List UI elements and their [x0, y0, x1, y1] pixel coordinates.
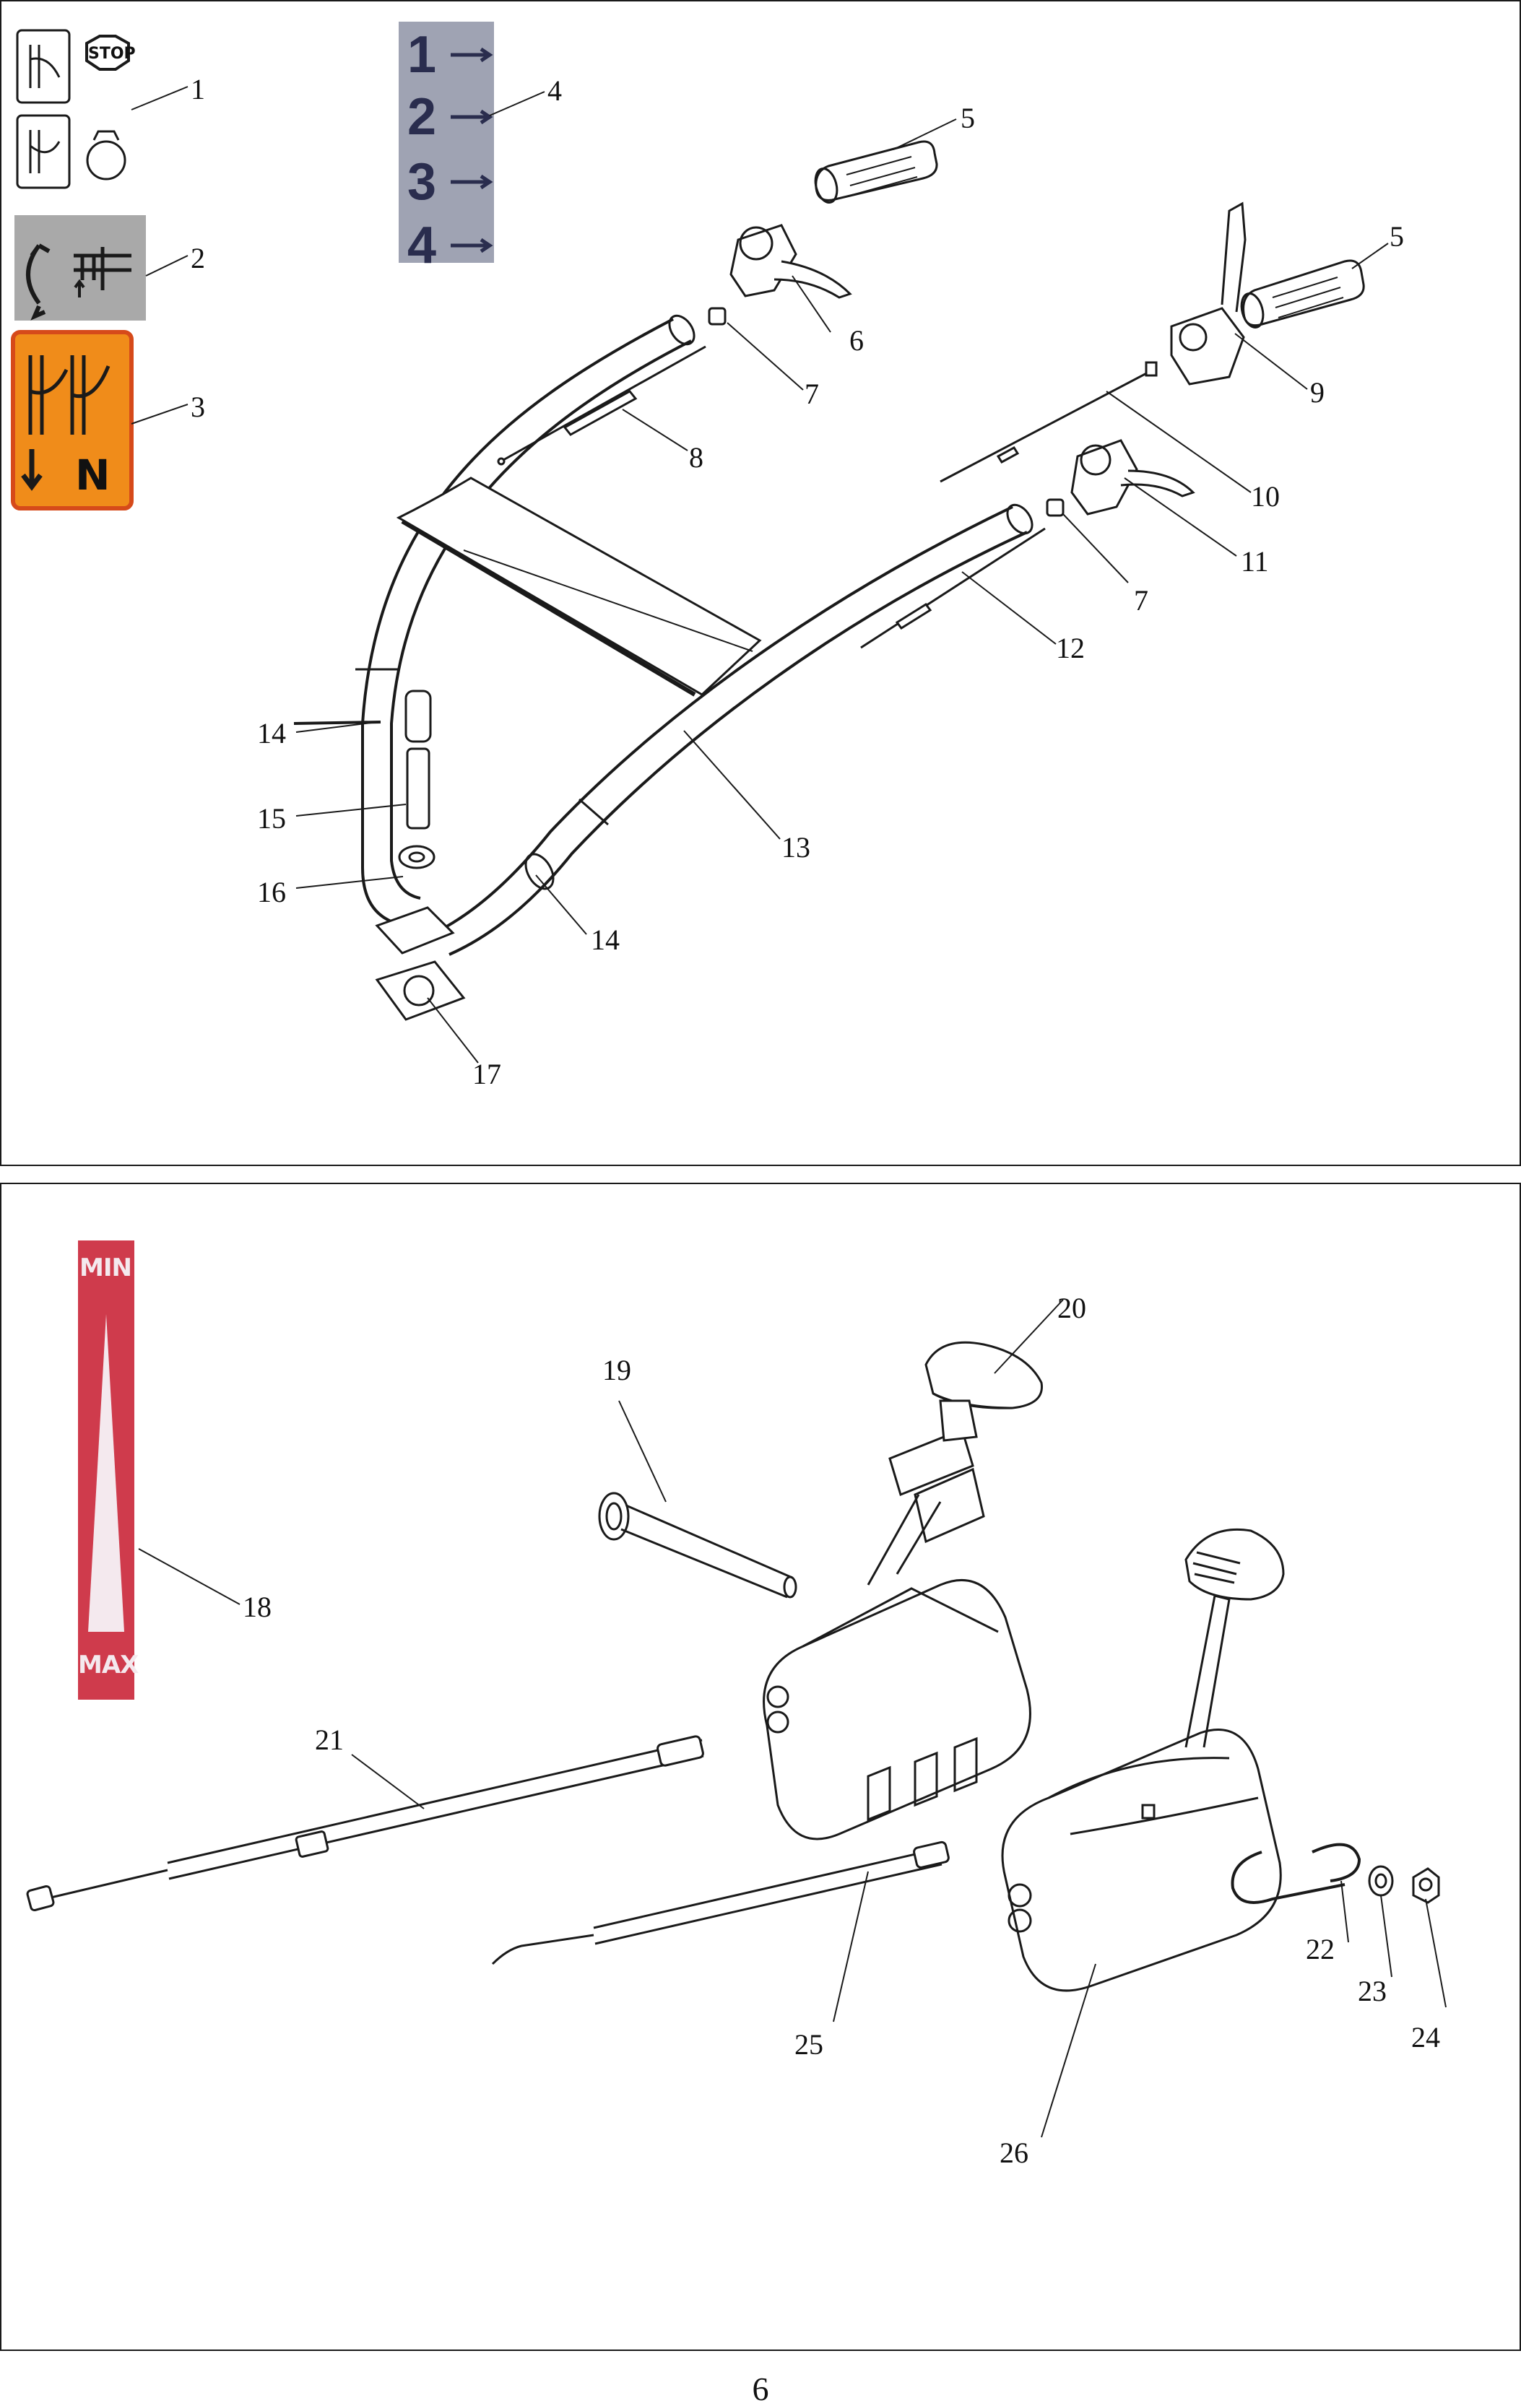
callout-9: 9	[1310, 376, 1325, 409]
stop-sign-label: STOP	[88, 45, 136, 63]
handlebar-assembly-drawing	[11, 22, 1389, 1064]
callout-25: 25	[794, 2028, 823, 2061]
callout-22: 22	[1306, 1933, 1335, 1965]
clamp-14-lower	[524, 853, 555, 890]
page-number: 6	[752, 2370, 769, 2407]
callout-12: 12	[1056, 632, 1085, 664]
knob-15	[404, 690, 432, 830]
throttle-cable-25	[491, 1840, 950, 1965]
clip-22	[1231, 1843, 1361, 1904]
callout-8: 8	[689, 441, 703, 474]
callout-5-left: 5	[961, 102, 975, 134]
pivot-base-17	[375, 960, 466, 1021]
pin-14-upper	[293, 721, 381, 725]
callout-21: 21	[315, 1724, 344, 1756]
gear-3: 3	[407, 153, 437, 211]
gear-decal-plate	[399, 22, 494, 263]
callout-11: 11	[1241, 545, 1269, 578]
gear-4: 4	[407, 217, 437, 274]
pivot-block	[375, 906, 455, 955]
callout-14-upper: 14	[257, 717, 286, 749]
decal-reverse	[14, 215, 146, 321]
callout-7-right: 7	[1134, 584, 1148, 617]
cable-8	[497, 345, 706, 466]
stop-sign-icon	[85, 35, 130, 71]
callout-23: 23	[1358, 1975, 1387, 2007]
handle-grip-right	[1240, 259, 1365, 329]
throttle-control-drawing	[26, 1240, 1447, 2138]
throttle-decal	[78, 1240, 134, 1700]
throttle-housing-upper	[763, 1399, 1031, 1840]
washer-23	[1368, 1865, 1394, 1897]
handle-grip-left	[814, 140, 938, 204]
callout-2: 2	[191, 242, 205, 274]
callout-3: 3	[191, 391, 205, 423]
callout-13: 13	[781, 831, 810, 864]
gear-2: 2	[407, 88, 437, 146]
callout-17: 17	[472, 1058, 501, 1090]
clutch-lever-right	[1070, 439, 1195, 516]
cable-12	[860, 527, 1046, 649]
throttle-max-label: MAX	[78, 1651, 139, 1679]
clutch-lever-left	[729, 224, 852, 299]
callout-19: 19	[602, 1354, 631, 1386]
handlebar-frame	[355, 314, 1034, 956]
callout-15: 15	[257, 802, 286, 835]
callout-6: 6	[849, 324, 864, 357]
callout-26: 26	[1000, 2137, 1028, 2169]
throttle-lever-right	[1170, 201, 1247, 386]
adjuster-nut-a	[708, 307, 727, 326]
callout-7-left: 7	[805, 378, 819, 410]
nut-24	[1412, 1867, 1440, 1904]
throttle-housing-26	[1001, 1528, 1285, 1992]
bottom-diagram-panel: MIN MAX 18 19 20 21 22 23 24 25 26	[0, 1183, 1521, 2351]
callout-4: 4	[547, 74, 562, 107]
top-diagram-panel: STOP N 1 2 3 4 1 2 3 4 5 5 6 7 8 9 10 11…	[0, 0, 1521, 1166]
washer-16	[398, 845, 436, 869]
callout-10: 10	[1251, 480, 1280, 513]
callout-24: 24	[1411, 2021, 1440, 2053]
callout-20: 20	[1057, 1292, 1086, 1324]
throttle-min-label: MIN	[79, 1253, 132, 1282]
callout-14-lower: 14	[591, 923, 620, 956]
decal-stop-start	[16, 29, 130, 189]
callout-18: 18	[243, 1591, 272, 1623]
decal-neutral-orange	[11, 330, 134, 510]
throttle-knob-20	[924, 1341, 1043, 1409]
throttle-cable-21	[26, 1735, 704, 1912]
engine-start-icon	[86, 140, 126, 181]
callout-5-right: 5	[1390, 220, 1404, 253]
bolt-19	[598, 1492, 797, 1599]
callout-16: 16	[257, 876, 286, 908]
callout-1: 1	[191, 73, 205, 105]
gear-1: 1	[407, 26, 437, 84]
adjuster-nut-b	[1046, 498, 1065, 517]
neutral-mark: N	[75, 451, 110, 500]
cable-10	[940, 361, 1158, 483]
